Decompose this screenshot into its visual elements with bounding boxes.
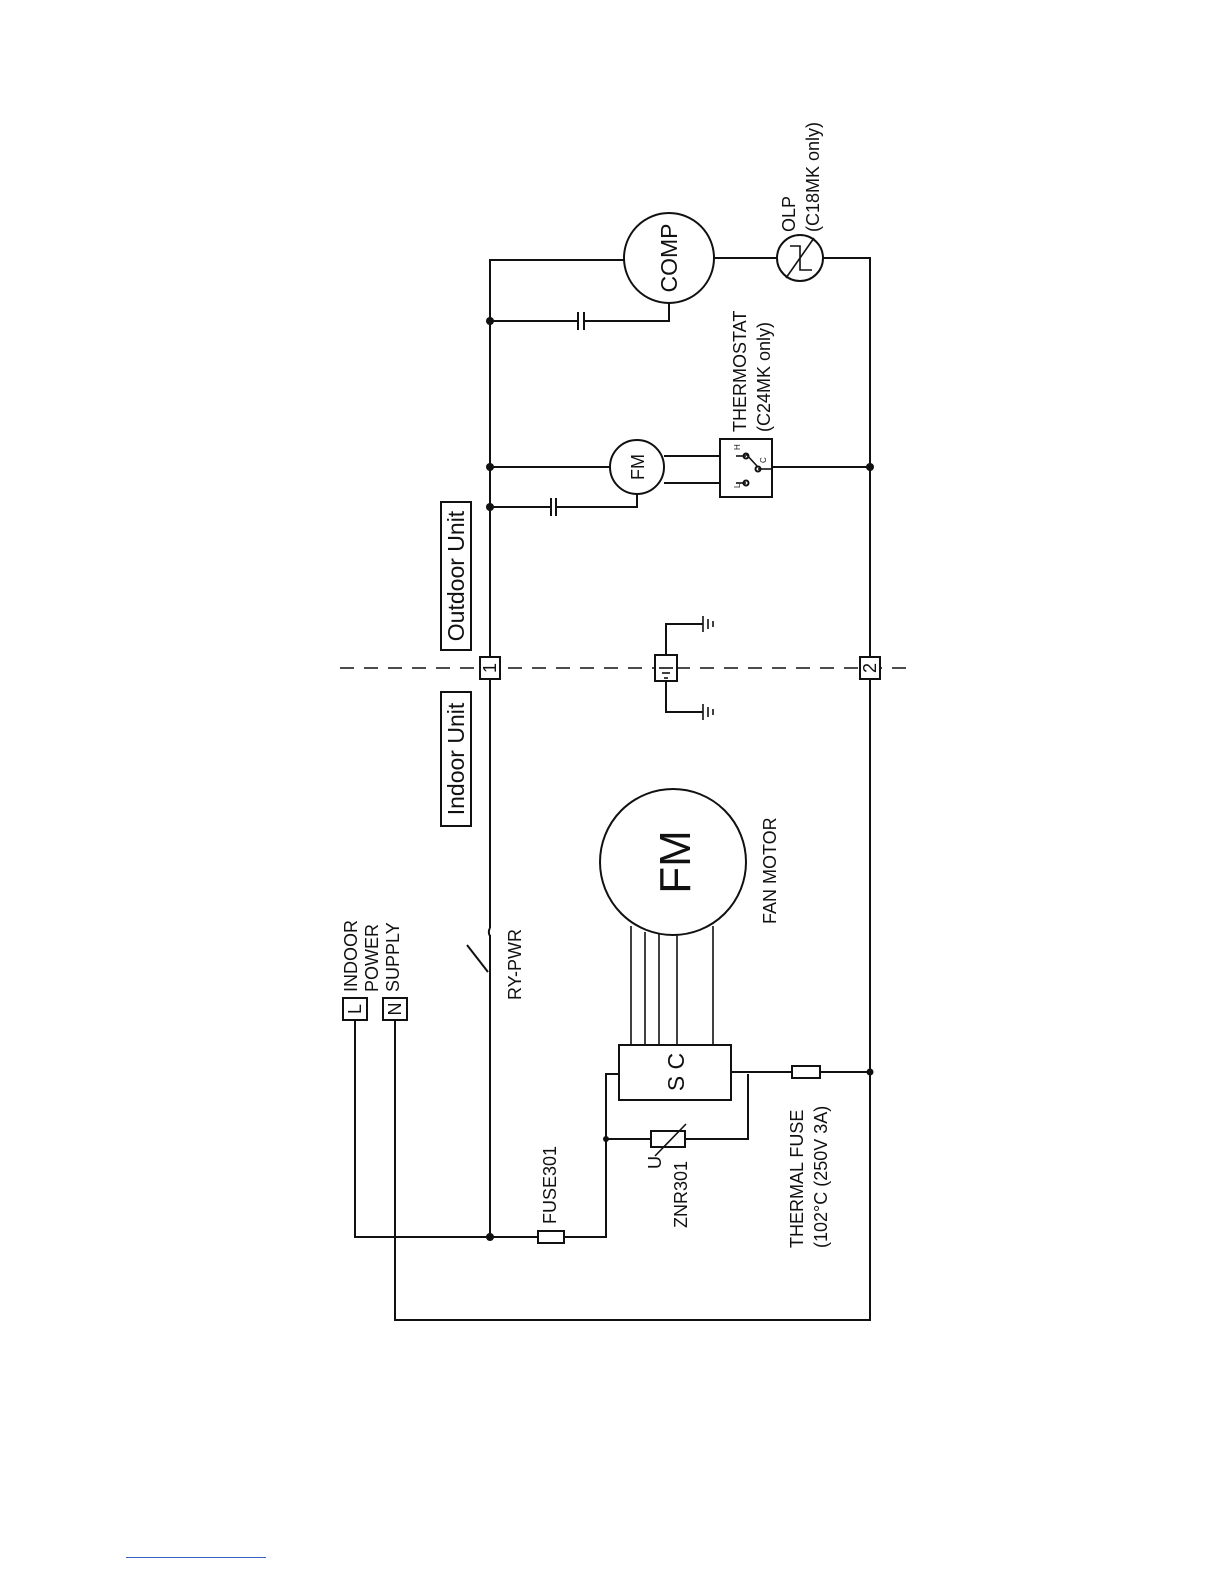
svg-text:C: C <box>759 457 768 463</box>
connector-1: 1 <box>480 657 500 679</box>
wire-l-line <box>355 1020 538 1237</box>
svg-text:THERMOSTAT: THERMOSTAT <box>730 311 750 432</box>
power-supply-label: INDOOR POWER SUPPLY <box>341 920 403 992</box>
svg-text:H: H <box>733 444 742 450</box>
outdoor-unit-label: Outdoor Unit <box>441 502 471 650</box>
relay-ry-pwr: RY-PWR <box>467 660 525 1237</box>
svg-text:2: 2 <box>860 663 880 673</box>
svg-text:RY-PWR: RY-PWR <box>505 929 525 1000</box>
svg-text:(C24MK only): (C24MK only) <box>754 322 774 432</box>
svg-text:N: N <box>385 1003 405 1016</box>
svg-text:SUPPLY: SUPPLY <box>383 922 403 992</box>
terminal-l: L <box>343 998 367 1020</box>
olp: OLP (C18MK only) <box>777 122 840 281</box>
svg-text:FUSE301: FUSE301 <box>540 1146 560 1224</box>
svg-text:U: U <box>645 1156 665 1169</box>
connector-2: 2 <box>860 657 880 679</box>
svg-text:S C: S C <box>663 1053 689 1091</box>
indoor-fan-motor: FM FAN MOTOR <box>600 789 780 1045</box>
svg-text:FM: FM <box>628 454 648 480</box>
footer-rule <box>126 1557 266 1558</box>
svg-text:OLP: OLP <box>779 196 799 232</box>
svg-text:L: L <box>733 483 742 488</box>
indoor-unit-label: Indoor Unit <box>441 692 471 826</box>
svg-text:L: L <box>345 1004 365 1014</box>
fuse301: FUSE301 <box>538 1146 564 1243</box>
wire-fuse-to-sc <box>564 1074 619 1237</box>
thermostat: L H C THERMOSTAT (C24MK only) <box>720 311 870 497</box>
wire-outdoor-common <box>490 260 624 657</box>
svg-text:1: 1 <box>480 663 500 673</box>
thermal-fuse: THERMAL FUSE (102°C (250V 3A) <box>787 1066 874 1248</box>
outdoor-fan-motor: FM <box>490 440 720 516</box>
sc-control-block: S C <box>619 1045 731 1100</box>
svg-text:(102°C (250V 3A): (102°C (250V 3A) <box>811 1106 831 1248</box>
svg-text:Indoor Unit: Indoor Unit <box>443 702 469 815</box>
svg-text:INDOOR: INDOOR <box>341 920 361 992</box>
svg-text:ZNR301: ZNR301 <box>671 1161 691 1228</box>
wire-outdoor-return <box>840 258 870 657</box>
terminal-n: N <box>383 998 407 1020</box>
svg-text:POWER: POWER <box>362 924 382 992</box>
svg-text:FM: FM <box>651 830 700 894</box>
svg-text:(C18MK only): (C18MK only) <box>803 122 823 232</box>
svg-text:THERMAL FUSE: THERMAL FUSE <box>787 1110 807 1248</box>
svg-text:FAN MOTOR: FAN MOTOR <box>760 817 780 924</box>
svg-text:COMP: COMP <box>656 224 682 293</box>
svg-text:Outdoor Unit: Outdoor Unit <box>443 510 469 641</box>
